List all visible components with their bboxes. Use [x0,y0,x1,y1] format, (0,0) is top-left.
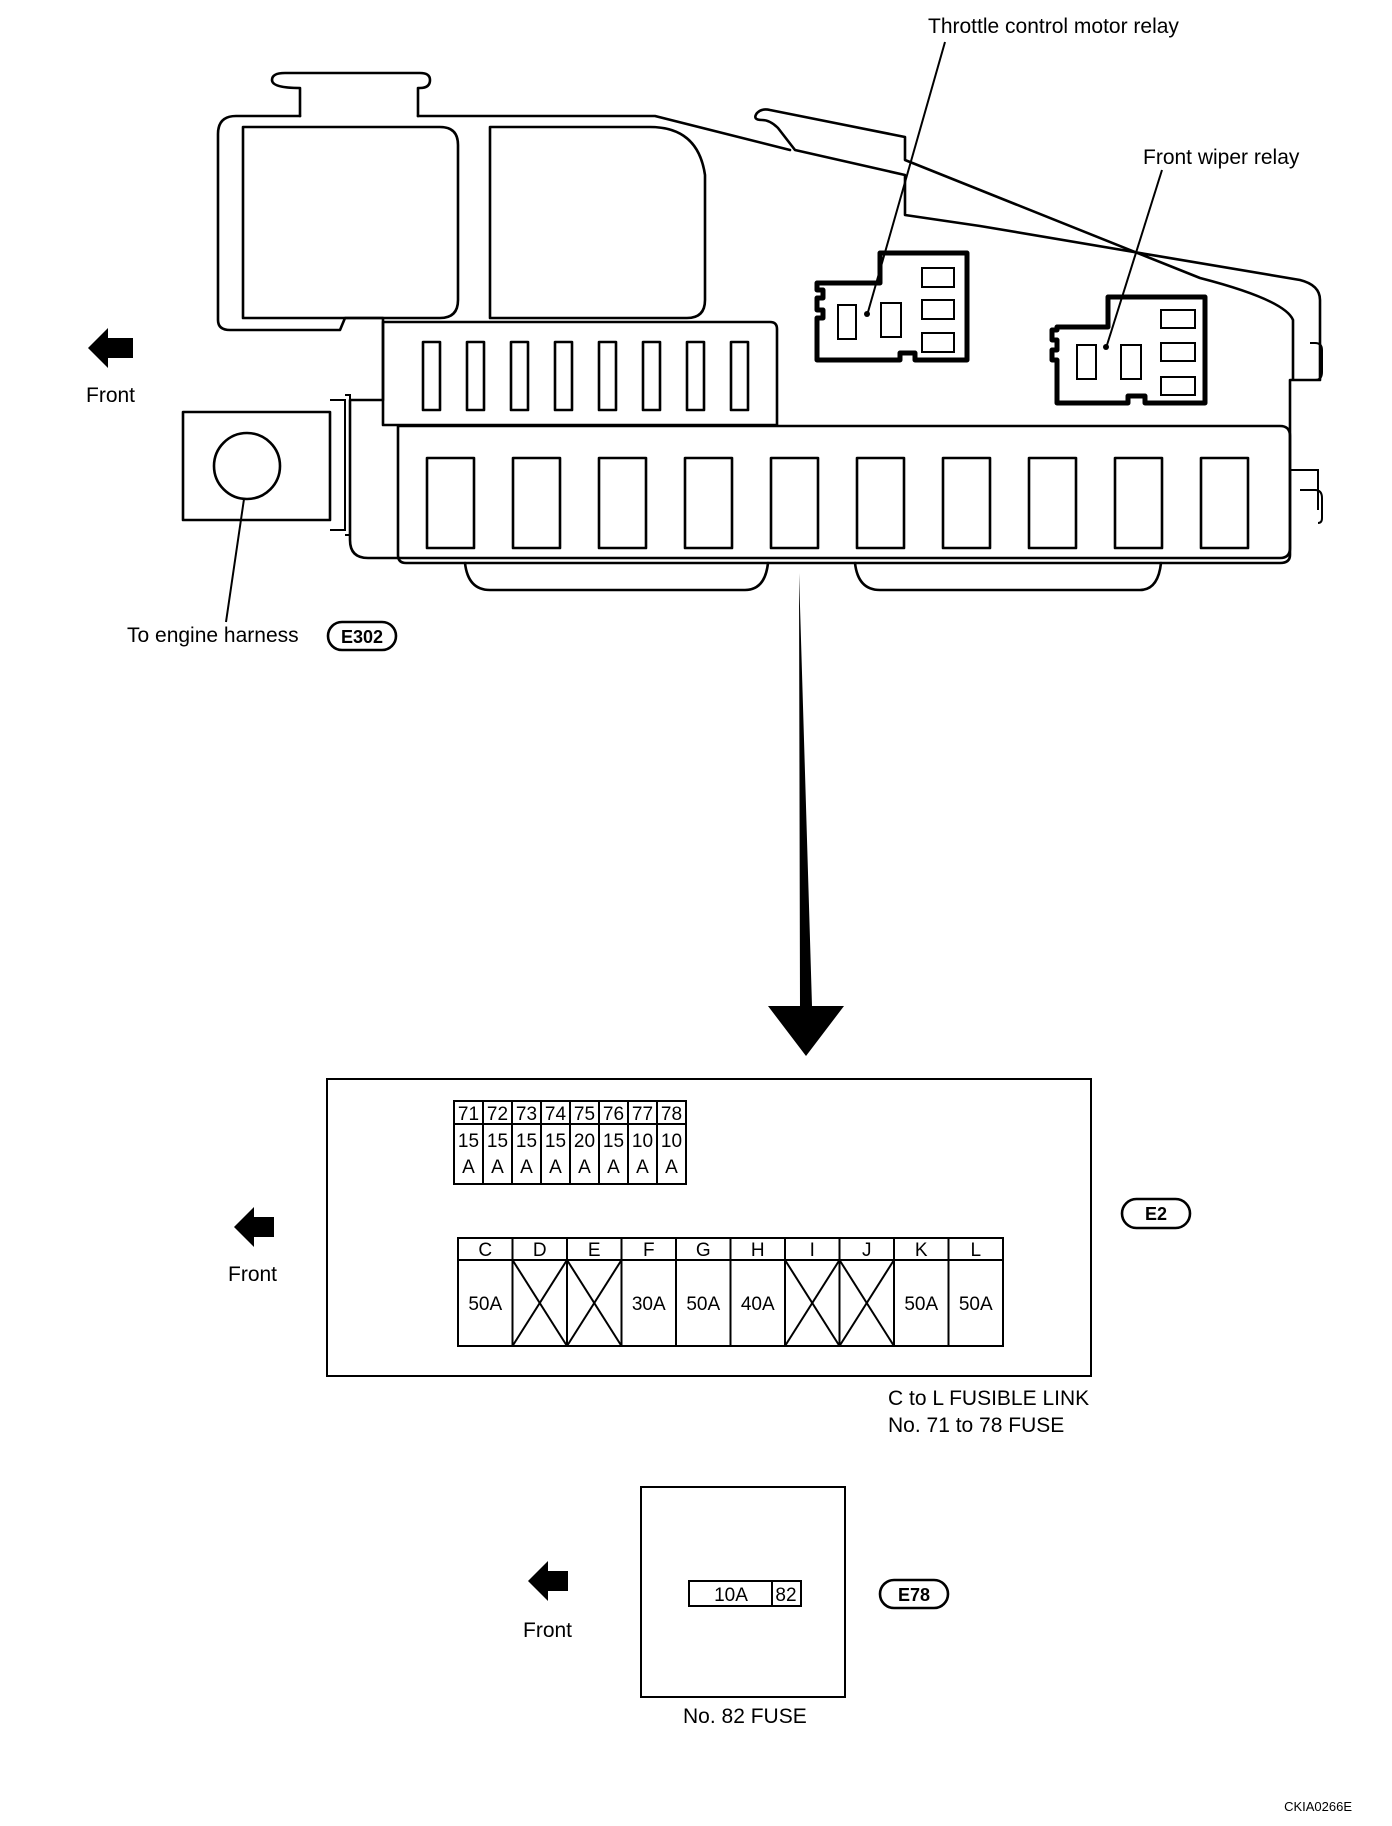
fuse-amperage: 15 [545,1131,566,1152]
down-arrow-icon [768,573,844,1056]
fuse-82-box [688,1580,802,1607]
front-arrow-icon [528,1561,568,1601]
leader-lines [225,41,1163,623]
fuse-amperage: 15 [458,1131,479,1152]
e2-connector-badge: E2 [1120,1197,1192,1230]
fuse-block-housing [181,71,1323,592]
figure-code: CKIA0266E [1284,1799,1352,1814]
fuse-caption: No. 71 to 78 FUSE [888,1414,1064,1437]
empty-slot-cross-icon [566,1259,623,1347]
fuse-number: 72 [487,1104,508,1125]
fusible-link-value: 50A [959,1294,993,1315]
harness-connector [212,431,282,501]
fusible-link-letter: C [478,1240,492,1261]
fuse-amperage-unit: A [636,1157,649,1178]
fuse-amperage-unit: A [665,1157,678,1178]
throttle-relay-label: Throttle control motor relay [928,15,1179,38]
front-label: Front [86,384,135,407]
e2-badge-text: E2 [1145,1204,1167,1224]
small-fuse-row [421,340,750,412]
fuse-number: 78 [661,1104,682,1125]
fuse-82-number: 82 [775,1585,796,1606]
fuse-amperage: 10 [632,1131,653,1152]
front-arrow-icon [234,1207,274,1247]
fuse-amperage-unit: A [607,1157,620,1178]
fusible-link-letter: K [915,1240,928,1261]
fuse-amperage-unit: A [462,1157,475,1178]
front-arrow-icon [88,328,133,368]
fuse-82-value: 10A [714,1585,748,1606]
e78-badge-text: E78 [898,1585,930,1605]
fuse-amperage: 15 [516,1131,537,1152]
fuse-amperage: 15 [487,1131,508,1152]
fuse-82-caption: No. 82 FUSE [683,1705,807,1728]
empty-slot-cross-icon [838,1259,895,1347]
fusible-link-value: 40A [741,1294,775,1315]
fusible-link-letter: E [588,1240,601,1261]
fuse-panel-frame [326,1078,1092,1377]
fuse-amperage-unit: A [520,1157,533,1178]
fuse-amperage-unit: A [578,1157,591,1178]
fusible-link-table: C 50A D E F 30A G 50A H 40A I J K 50A L 50A [457,1237,1004,1347]
fusible-link-value: 30A [632,1294,666,1315]
fuse-number: 75 [574,1104,595,1125]
fusible-link-letter: J [862,1240,872,1261]
fuse-71-78-table: 71 15A 72 15A 73 15A 74 15A 75 20A 76 15A 77 10A 78 10A [453,1100,687,1185]
fuse-amperage: 15 [603,1131,624,1152]
e302-connector-badge: E302 [326,620,398,652]
fusible-link-letter: D [533,1240,547,1261]
fusible-link-caption: C to L FUSIBLE LINK [888,1387,1089,1410]
empty-slot-cross-icon [784,1259,841,1347]
fuse-amperage-unit: A [549,1157,562,1178]
fuse-82-frame [640,1486,846,1698]
fuse-number: 74 [545,1104,567,1125]
fusible-link-letter: F [643,1240,655,1261]
e302-badge-text: E302 [341,627,383,647]
engine-harness-label: To engine harness [127,624,299,647]
fuse-amperage-unit: A [491,1157,504,1178]
e78-connector-badge: E78 [878,1578,950,1610]
fusible-link-value: 50A [904,1294,938,1315]
fusible-link-value: 50A [468,1294,502,1315]
fusible-link-value: 50A [686,1294,720,1315]
fusible-link-letter: H [751,1240,765,1261]
front-wiper-relay-label: Front wiper relay [1143,146,1300,169]
fuse-amperage: 20 [574,1131,595,1152]
fusible-link-letter: G [696,1240,711,1261]
fuse-amperage: 10 [661,1131,682,1152]
fuse-number: 71 [458,1104,479,1125]
fusible-link-row [425,456,1250,550]
fuse-number: 73 [516,1104,537,1125]
front-label: Front [228,1263,277,1286]
fusible-link-letter: I [810,1240,815,1261]
fusible-link-letter: L [970,1240,981,1261]
fuse-number: 76 [603,1104,624,1125]
front-label: Front [523,1619,572,1642]
front-wiper-relay [1049,294,1208,406]
empty-slot-cross-icon [511,1259,568,1347]
throttle-relay [814,250,970,363]
fuse-number: 77 [632,1104,653,1125]
